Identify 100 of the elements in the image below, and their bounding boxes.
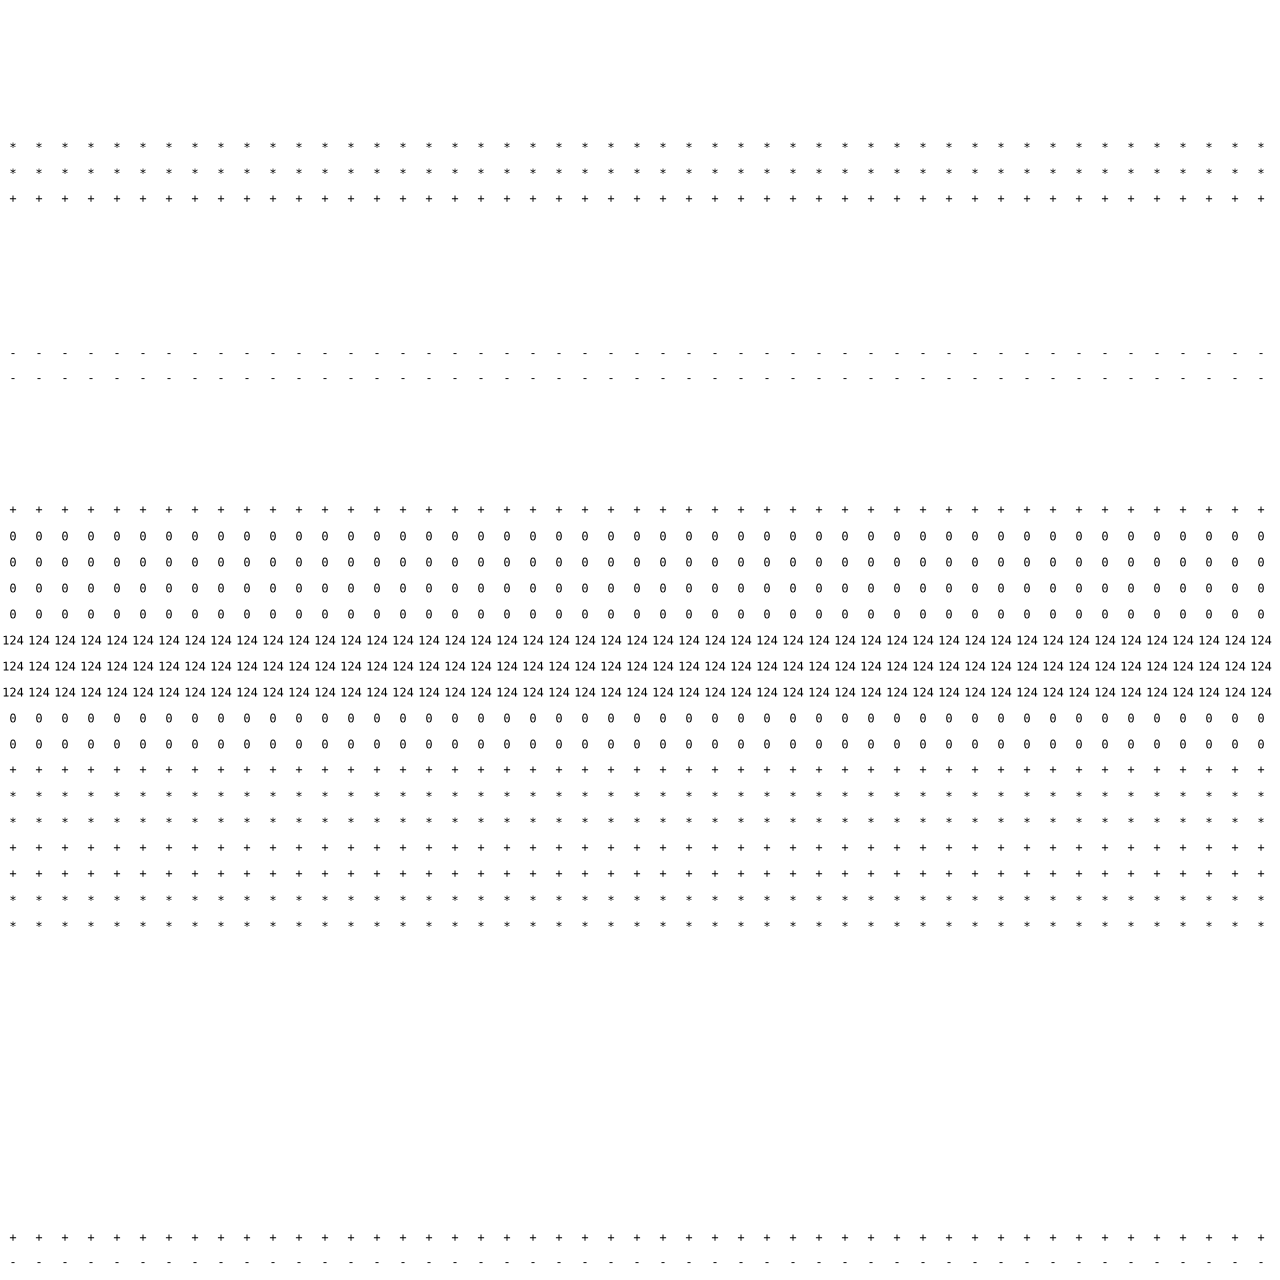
grid-character: 124 <box>445 635 466 645</box>
grid-character: - <box>661 1262 665 1264</box>
grid-character: - <box>635 1262 639 1264</box>
grid-character: * <box>36 921 42 928</box>
grid-character: 0 <box>790 531 796 541</box>
grid-character: * <box>348 895 354 902</box>
grid-character: - <box>713 1262 717 1264</box>
grid-character: * <box>1232 168 1238 174</box>
grid-character: + <box>763 506 771 513</box>
grid-character: + <box>451 506 459 513</box>
grid-character: 0 <box>270 739 276 749</box>
grid-character: + <box>529 870 537 877</box>
grid-character: * <box>114 142 120 148</box>
grid-character: 124 <box>211 687 232 697</box>
grid-character: 124 <box>29 661 50 671</box>
grid-character: * <box>1258 791 1264 798</box>
grid-character: + <box>607 844 615 851</box>
grid-character: 0 <box>1232 583 1238 593</box>
grid-character: + <box>165 766 173 773</box>
grid-character: * <box>1024 791 1030 798</box>
grid-character: - <box>1077 353 1081 355</box>
grid-character: + <box>685 1234 693 1241</box>
grid-character: * <box>1024 168 1030 174</box>
grid-character: 124 <box>549 687 570 697</box>
grid-character: + <box>243 766 251 773</box>
grid-character: 0 <box>1076 609 1082 619</box>
grid-character: 124 <box>1199 661 1220 671</box>
grid-character: + <box>711 870 719 877</box>
grid-character: + <box>581 870 589 877</box>
grid-character: 124 <box>887 635 908 645</box>
grid-character: + <box>373 870 381 877</box>
grid-character: * <box>556 817 562 824</box>
grid-character: 0 <box>62 583 68 593</box>
grid-character: - <box>817 378 821 380</box>
grid-character: + <box>113 1234 121 1241</box>
grid-character: + <box>893 1234 901 1241</box>
grid-character: * <box>608 817 614 824</box>
grid-character: + <box>425 870 433 877</box>
grid-character: * <box>582 921 588 928</box>
grid-character: 124 <box>133 687 154 697</box>
grid-character: + <box>841 195 849 202</box>
grid-character: * <box>660 895 666 902</box>
grid-character: 124 <box>601 635 622 645</box>
grid-character: 124 <box>237 661 258 671</box>
grid-character: * <box>1102 168 1108 174</box>
grid-character: 0 <box>764 739 770 749</box>
grid-character: + <box>737 195 745 202</box>
grid-character: + <box>1075 766 1083 773</box>
grid-character: + <box>399 870 407 877</box>
grid-character: + <box>971 1234 979 1241</box>
grid-character: 124 <box>861 635 882 645</box>
grid-character: * <box>166 142 172 148</box>
grid-character: 124 <box>159 661 180 671</box>
grid-character: * <box>322 817 328 824</box>
grid-character: + <box>555 506 563 513</box>
grid-character: + <box>529 766 537 773</box>
grid-character: + <box>9 195 17 202</box>
grid-character: + <box>321 195 329 202</box>
grid-character: 0 <box>400 583 406 593</box>
grid-character: 0 <box>192 583 198 593</box>
grid-character: + <box>1205 870 1213 877</box>
grid-character: + <box>971 844 979 851</box>
grid-character: + <box>1049 195 1057 202</box>
grid-character: * <box>790 791 796 798</box>
grid-character: + <box>321 844 329 851</box>
grid-character: 0 <box>660 583 666 593</box>
grid-character: - <box>765 378 769 380</box>
grid-character: * <box>114 817 120 824</box>
grid-character: 0 <box>998 713 1004 723</box>
grid-character: 0 <box>374 583 380 593</box>
grid-character: * <box>1102 142 1108 148</box>
grid-character: * <box>322 168 328 174</box>
grid-character: - <box>141 1262 145 1264</box>
grid-character: 0 <box>1180 713 1186 723</box>
grid-character: * <box>1128 921 1134 928</box>
grid-character: * <box>712 921 718 928</box>
grid-character: + <box>971 870 979 877</box>
grid-character: + <box>165 870 173 877</box>
grid-character: * <box>1128 895 1134 902</box>
grid-character: - <box>531 378 535 380</box>
grid-character: 0 <box>166 713 172 723</box>
grid-character: * <box>1180 168 1186 174</box>
grid-character: * <box>88 895 94 902</box>
grid-character: + <box>269 844 277 851</box>
grid-character: + <box>347 506 355 513</box>
grid-character: 0 <box>842 739 848 749</box>
grid-character: * <box>36 895 42 902</box>
grid-character: 0 <box>556 609 562 619</box>
grid-character: 0 <box>140 583 146 593</box>
grid-character: + <box>867 766 875 773</box>
grid-character: - <box>635 353 639 355</box>
grid-character: 0 <box>738 531 744 541</box>
grid-character: 124 <box>1147 635 1168 645</box>
grid-character: * <box>1024 142 1030 148</box>
grid-character: 124 <box>939 661 960 671</box>
grid-character: 0 <box>920 557 926 567</box>
grid-character: 0 <box>608 713 614 723</box>
grid-character: 0 <box>894 583 900 593</box>
grid-character: 124 <box>1199 635 1220 645</box>
grid-character: 0 <box>36 557 42 567</box>
